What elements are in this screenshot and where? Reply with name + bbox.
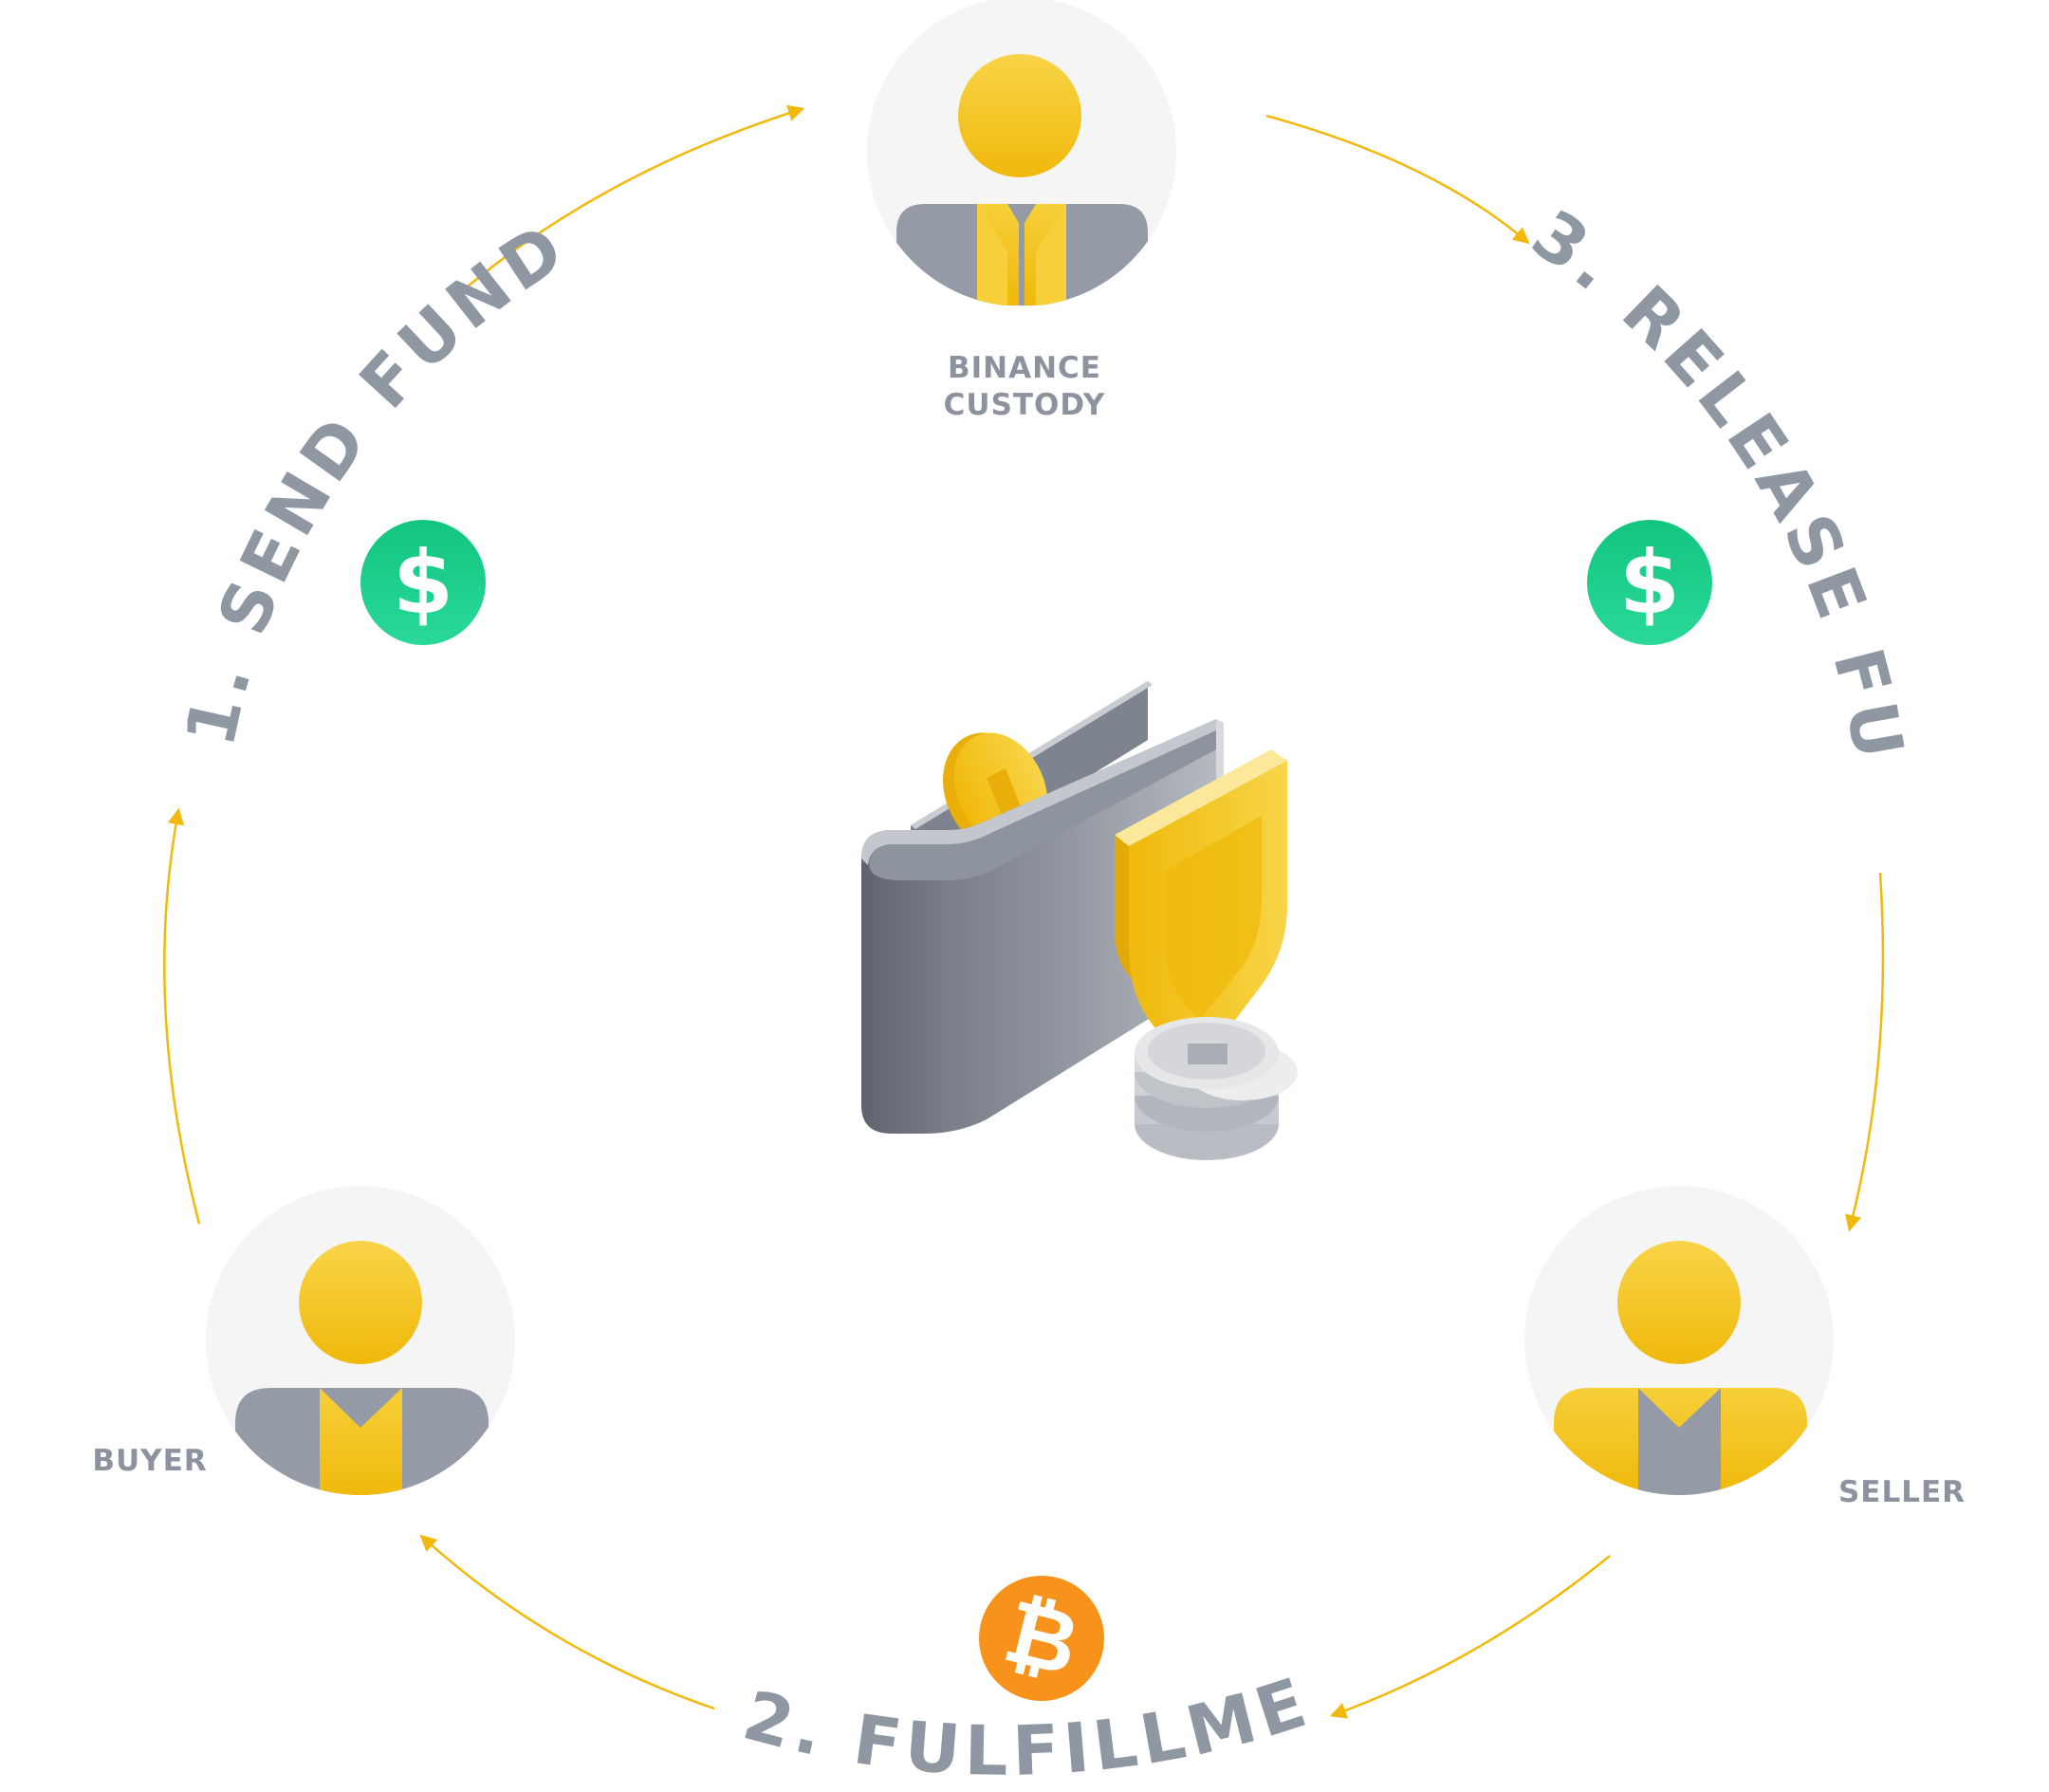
- step-send-funds: 1. SEND FUNDS: [0, 0, 581, 753]
- arrow-buyer-to-custody: [467, 104, 805, 287]
- arrow-custody-to-seller-top: [1265, 114, 1530, 245]
- silver-coins-icon: [1135, 1017, 1298, 1160]
- arrow-buyer-left-up: [163, 807, 201, 1225]
- buyer-avatar: [206, 1186, 515, 1495]
- shield-icon: [1115, 749, 1287, 1077]
- svg-text:$: $: [393, 532, 453, 634]
- dollar-badge-left: $: [360, 520, 486, 645]
- seller-avatar: [1524, 1186, 1834, 1495]
- arrow-fulfillment-to-buyer: [419, 1534, 715, 1710]
- custody-avatar: [867, 0, 1176, 306]
- arrow-right-down: [1845, 872, 1885, 1232]
- buyer-label: BUYER: [92, 1444, 207, 1478]
- dollar-icon: [1587, 520, 1712, 645]
- custody-label-line2: CUSTODY: [944, 388, 1106, 422]
- dollar-badge-right: $: [1587, 520, 1712, 645]
- seller-label: SELLER: [1838, 1475, 1966, 1509]
- flow-arrows: [163, 104, 1885, 1719]
- custody-label-line1: BINANCE: [948, 351, 1101, 385]
- dollar-icon: [360, 520, 486, 645]
- buyer-head-icon: [299, 1241, 422, 1364]
- wallet-illustration: [861, 681, 1298, 1160]
- seller-head-icon: [1617, 1241, 1741, 1364]
- bitcoin-icon: [979, 1576, 1104, 1701]
- svg-text:$: $: [1619, 532, 1680, 634]
- bitcoin-badge: ₿: [979, 1576, 1104, 1701]
- custody-head-icon: [958, 54, 1081, 177]
- arrow-seller-to-fulfillment: [1329, 1555, 1611, 1719]
